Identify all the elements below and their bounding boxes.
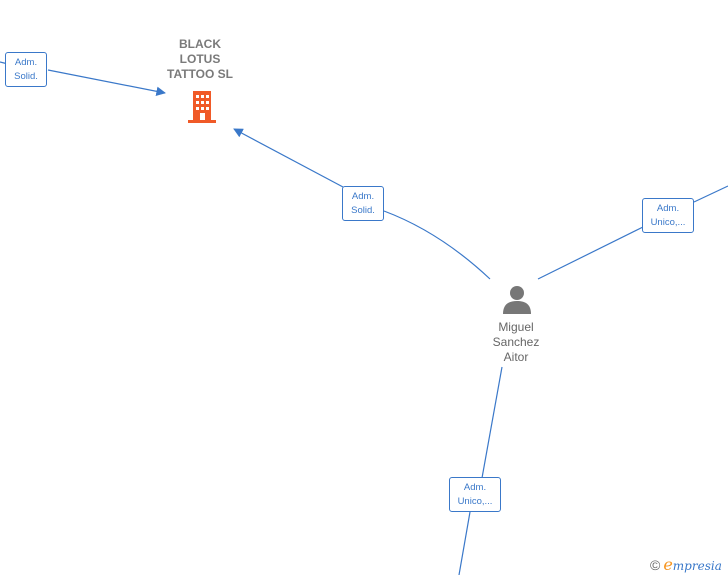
person-icon[interactable] <box>501 285 533 315</box>
edge-line-person-to-company <box>233 128 344 188</box>
brand-initial: e <box>663 555 673 574</box>
edge-line-left-to-company <box>47 69 166 97</box>
edge-line-person-to-company <box>383 210 491 280</box>
edge-label-person-to-bottom[interactable]: Adm. Unico,... <box>449 477 501 512</box>
empresia-watermark: ©empresia <box>650 555 722 574</box>
company-name[interactable]: BLACK LOTUS TATTOO SL <box>167 37 233 81</box>
building-icon[interactable] <box>186 89 218 124</box>
edge-line-person-to-right <box>693 185 728 203</box>
edge-label-person-to-company[interactable]: Adm. Solid. <box>342 186 384 221</box>
person-name[interactable]: Miguel Sanchez Aitor <box>492 320 540 364</box>
edge-line-person-to-right <box>537 226 644 280</box>
edge-label-person-to-right[interactable]: Adm. Unico,... <box>642 198 694 233</box>
brand-name: mpresia <box>672 559 722 573</box>
edge-line-person-to-bottom <box>458 511 471 575</box>
edge-label-left-to-company[interactable]: Adm. Solid. <box>5 52 47 87</box>
edge-line-person-to-bottom <box>481 366 503 479</box>
copyright-symbol: © <box>650 557 661 573</box>
